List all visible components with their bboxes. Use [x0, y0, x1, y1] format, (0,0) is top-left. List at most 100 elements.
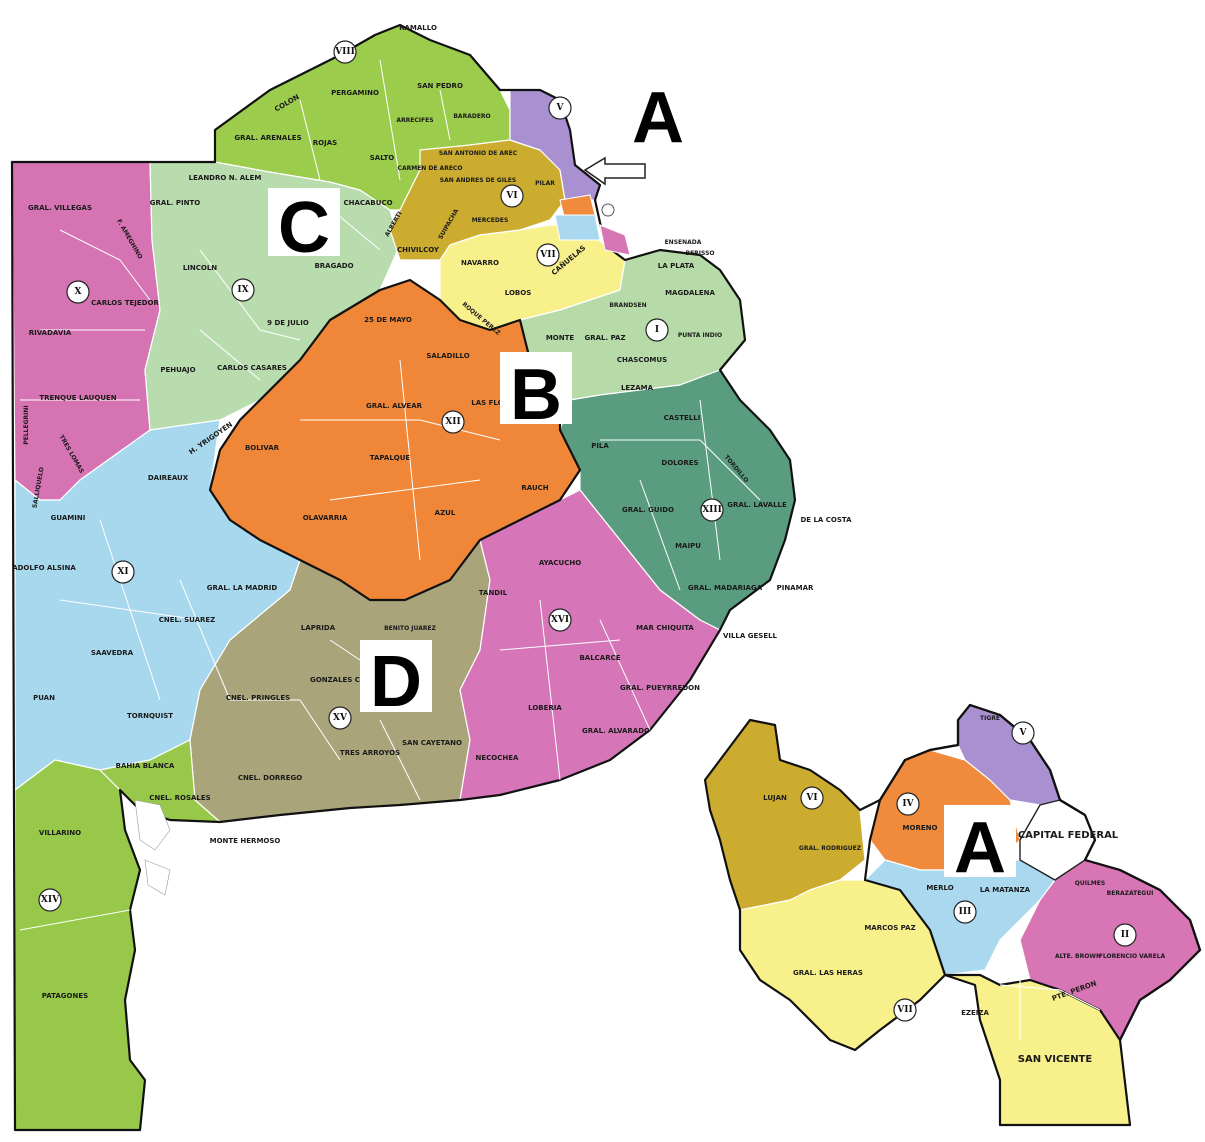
- district-label-balcarce: BALCARCE: [579, 654, 620, 662]
- inset-label-moreno: MORENO: [903, 824, 938, 832]
- district-label-loberia: LOBERIA: [528, 704, 562, 712]
- district-label-chacabuco: CHACABUCO: [343, 199, 392, 207]
- big-letter-a-top: A: [632, 78, 684, 158]
- inset-label-fcio-varela: FLORENCIO VARELA: [1099, 953, 1166, 960]
- district-label-tandil: TANDIL: [479, 589, 508, 597]
- svg-text:VII: VII: [896, 1005, 912, 1015]
- district-label-puan: PUAN: [33, 694, 55, 702]
- district-label-ayacucho: AYACUCHO: [539, 559, 581, 567]
- district-label-mar-chiquita: MAR CHIQUITA: [636, 624, 694, 632]
- section-marker-ix: IX: [231, 278, 255, 302]
- district-label-villa-gesell: VILLA GESELL: [723, 632, 778, 640]
- district-label-pehuajo: PEHUAJO: [160, 366, 195, 374]
- district-label-gral-lavalle: GRAL. LAVALLE: [727, 501, 787, 509]
- district-label-daireaux: DAIREAUX: [148, 474, 189, 482]
- district-label-gral-villegas: GRAL. VILLEGAS: [28, 204, 92, 212]
- svg-text:V: V: [556, 103, 565, 113]
- big-letter-c: C: [268, 188, 340, 268]
- district-label-monte: MONTE: [546, 334, 575, 342]
- district-label-ramallo: RAMALLO: [399, 24, 437, 32]
- section-marker-xiv: XIV: [38, 888, 62, 912]
- svg-text:XIII: XIII: [702, 505, 722, 515]
- district-label-carlos-tejedor: CARLOS TEJEDOR: [91, 299, 159, 307]
- district-label-carmen-de-areco: CARMEN DE ARECO: [398, 165, 463, 172]
- district-label-patagones: PATAGONES: [42, 992, 88, 1000]
- district-label-azul: AZUL: [435, 509, 456, 517]
- svg-text:B: B: [510, 355, 562, 435]
- district-label-de-la-costa: DE LA COSTA: [800, 516, 852, 524]
- district-label-castelli: CASTELLI: [664, 414, 701, 422]
- district-label-pila: PILA: [591, 442, 609, 450]
- district-label-cnel-pringles: CNEL. PRINGLES: [226, 694, 290, 702]
- inset-label-tigre: TIGRE: [980, 715, 1000, 722]
- section-marker-v: V: [548, 96, 572, 120]
- district-label-gral-arenales: GRAL. ARENALES: [234, 134, 301, 142]
- district-label-gral-guido: GRAL. GUIDO: [622, 506, 674, 514]
- section-marker-vii-inset: VII: [893, 998, 917, 1022]
- district-label-carlos-casares: CARLOS CASARES: [217, 364, 287, 372]
- district-label-adolfo-alsina: ADOLFO ALSINA: [12, 564, 76, 572]
- section-marker-xv: XV: [328, 706, 352, 730]
- inset-label-lujan: LUJAN: [763, 794, 787, 802]
- svg-text:VI: VI: [505, 191, 517, 201]
- svg-text:IV: IV: [902, 799, 914, 809]
- district-label-magdalena: MAGDALENA: [665, 289, 715, 297]
- section-markers: VIIIVVIVIIIXXIXIIXIIIXIXVIXVXIVIVIIIIIVV…: [38, 40, 1137, 1022]
- district-label-las-flores: LAS FLORES: [471, 399, 519, 407]
- district-label-la-plata: LA PLATA: [658, 262, 695, 270]
- district-label-baradero: BARADERO: [453, 113, 490, 120]
- province-outline: [10, 23, 797, 1132]
- district-label-tornquist: TORNQUIST: [127, 712, 173, 720]
- district-label-saladillo: SALADILLO: [426, 352, 469, 360]
- section-marker-ii: II: [1113, 923, 1137, 947]
- district-label-cnel-suarez: CNEL. SUAREZ: [159, 616, 216, 624]
- metro-area-patches: [554, 194, 631, 256]
- district-label-leandro-n-alem: LEANDRO N. ALEM: [189, 174, 262, 182]
- svg-text:A: A: [632, 78, 684, 158]
- big-letter-b: B: [500, 352, 572, 435]
- svg-text:V: V: [1019, 728, 1028, 738]
- district-label-chascomus: CHASCOMUS: [617, 356, 667, 364]
- big-letter-a-inset: A: [944, 805, 1016, 888]
- svg-text:VIII: VIII: [334, 47, 355, 57]
- inset-label-merlo: MERLO: [926, 884, 953, 892]
- district-label-maipu: MAIPU: [675, 542, 701, 550]
- district-boundaries: [19, 59, 761, 931]
- inset-label-san-vicente: SAN VICENTE: [1018, 1054, 1093, 1065]
- district-label-olavarria: OLAVARRIA: [303, 514, 348, 522]
- district-label-gral-alvarado: GRAL. ALVARADO: [582, 727, 650, 735]
- svg-text:XVI: XVI: [551, 615, 569, 625]
- district-label-dolores: DOLORES: [661, 459, 698, 467]
- district-label-rivadavia: RIVADAVIA: [29, 329, 72, 337]
- district-label-trenque-lauquen: TRENQUE LAUQUEN: [39, 394, 116, 402]
- coastal-islands: [134, 799, 171, 896]
- district-label-chivilcoy: CHIVILCOY: [397, 246, 440, 254]
- district-label-gral-pueyrredon: GRAL. PUEYRREDON: [620, 684, 700, 692]
- inset-label-alte-brown: ALTE. BROWN: [1055, 953, 1101, 960]
- district-label-guamini: GUAMINI: [51, 514, 86, 522]
- section-marker-iv: IV: [896, 792, 920, 816]
- district-label-gral-alvear: GRAL. ALVEAR: [366, 402, 423, 410]
- district-label-cnel-dorrego: CNEL. DORREGO: [238, 774, 302, 782]
- district-label-san-antonio-de-areco: SAN ANTONIO DE AREC: [439, 150, 518, 157]
- section-marker-vi: VI: [500, 184, 524, 208]
- district-label-san-cayetano: SAN CAYETANO: [402, 739, 462, 747]
- district-label-laprida: LAPRIDA: [301, 624, 336, 632]
- district-label-ensenada: ENSENADA: [665, 239, 702, 246]
- district-label-tapalque: TAPALQUE: [370, 454, 411, 462]
- district-label-rojas: ROJAS: [313, 139, 337, 147]
- district-label-lobos: LOBOS: [505, 289, 532, 297]
- district-label-tres-arroyos: TRES ARROYOS: [340, 749, 400, 757]
- svg-text:XV: XV: [333, 713, 348, 723]
- district-label-nueve-de-julio: 9 DE JULIO: [267, 319, 309, 327]
- district-label-bahia-blanca: BAHIA BLANCA: [116, 762, 175, 770]
- district-label-veinticinco-de-mayo: 25 DE MAYO: [364, 316, 412, 324]
- section-marker-vii: VII: [536, 243, 560, 267]
- district-label-pergamino: PERGAMINO: [331, 89, 379, 97]
- district-label-benito-juarez: BENITO JUAREZ: [384, 625, 436, 632]
- inset-label-capital-federal: CAPITAL FEDERAL: [1018, 830, 1119, 841]
- district-label-berisso: BERISSO: [686, 250, 715, 257]
- district-label-mercedes: MERCEDES: [472, 217, 509, 224]
- section-marker-iii: III: [953, 900, 977, 924]
